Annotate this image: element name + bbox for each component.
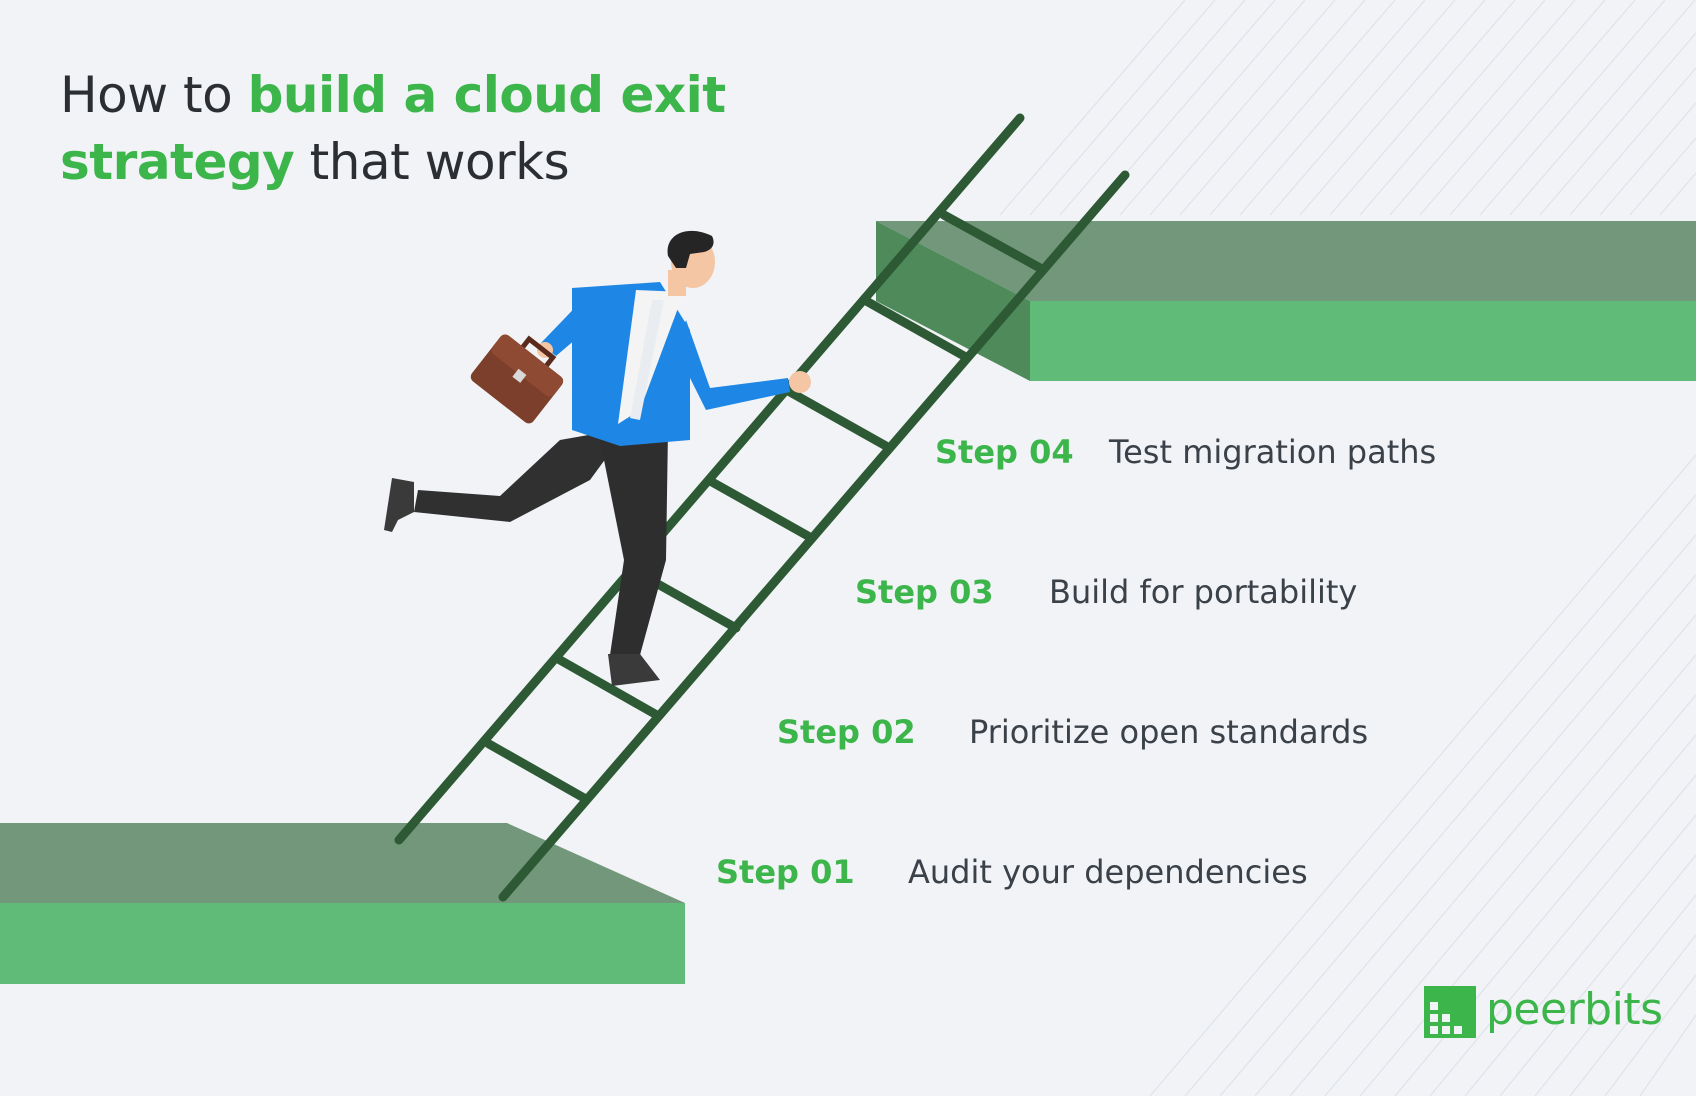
step-description: Audit your dependencies	[908, 853, 1308, 891]
step-description: Build for portability	[1049, 573, 1358, 611]
title-highlight-2: strategy	[60, 133, 295, 191]
page-title: How to build a cloud exit strategy that …	[60, 62, 726, 196]
top-platform	[876, 221, 1696, 381]
peerbits-logo: peerbits	[1424, 982, 1663, 1042]
ladder	[394, 113, 1130, 902]
step-description: Test migration paths	[1109, 433, 1437, 471]
title-part-2: that works	[294, 133, 570, 191]
peerbits-logo-text: peerbits	[1486, 984, 1663, 1035]
bottom-platform	[0, 823, 685, 984]
step-label: Step 03	[855, 573, 994, 611]
climbing-man-figure	[384, 230, 811, 686]
step-description: Prioritize open standards	[969, 713, 1369, 751]
step-label: Step 04	[935, 433, 1074, 471]
background-diagonal-lines	[999, 0, 1696, 1096]
title-part-1: How to	[60, 66, 248, 124]
step-label: Step 01	[716, 853, 855, 891]
title-highlight-1: build a cloud exit	[247, 66, 727, 124]
step-label: Step 02	[777, 713, 916, 751]
peerbits-logo-icon	[1424, 986, 1476, 1038]
